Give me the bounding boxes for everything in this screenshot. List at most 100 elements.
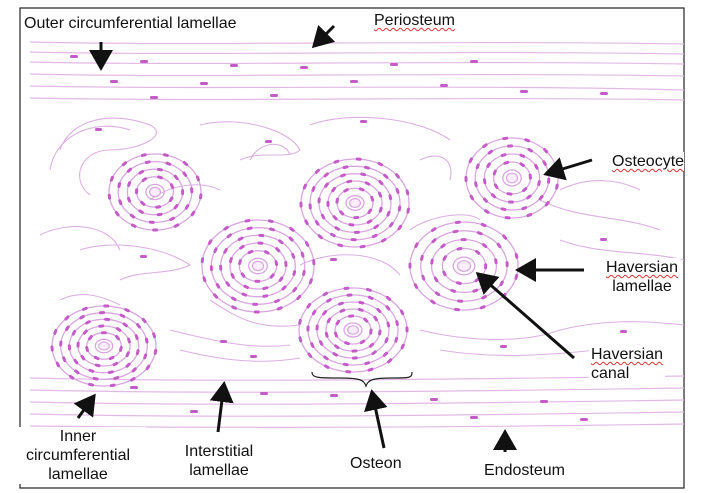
osteocyte-dash [526, 194, 532, 200]
osteocyte-dash [468, 157, 473, 164]
osteocyte-dash [253, 310, 260, 314]
haversian-lamella-ring [94, 338, 114, 354]
osteocyte-dash [355, 157, 362, 161]
osteocyte-dash [339, 308, 346, 313]
osteocyte-dash [302, 270, 306, 276]
osteocyte-dash [338, 301, 344, 306]
osteocyte-dash [143, 353, 148, 360]
osteocyte-dash [490, 193, 497, 199]
osteocyte-dash [162, 153, 169, 157]
osteocyte-dash [226, 233, 232, 239]
osteon [299, 157, 410, 249]
osteocyte-dash [148, 220, 155, 224]
osteocyte-dash [244, 219, 251, 223]
osteocyte-dash [364, 181, 371, 186]
osteocyte-dash [223, 225, 229, 231]
osteocyte-dash [169, 183, 175, 189]
osteocyte-dash [371, 233, 378, 239]
osteocyte-dash [98, 324, 105, 328]
osteocyte-dash [386, 321, 391, 328]
osteocyte-dash [237, 236, 244, 242]
osteocyte-dash [69, 374, 75, 380]
osteocyte-dash [117, 182, 122, 189]
osteocyte-dash [73, 358, 79, 365]
arrow-inner-circumferential [73, 393, 96, 419]
osteocyte-dash [521, 206, 528, 211]
osteocyte-dash [223, 248, 228, 254]
osteocyte-dash [345, 370, 352, 374]
osteocyte-dash [335, 197, 339, 204]
osteocyte-dash [100, 331, 107, 335]
osteocyte-dash [323, 172, 329, 178]
osteocyte-dash [482, 178, 487, 185]
osteons [50, 136, 559, 388]
osteocyte-dash [126, 167, 132, 173]
osteocyte-dash [243, 284, 250, 290]
osteocyte-dash [484, 263, 488, 270]
osteocyte-dash [79, 314, 85, 320]
osteocyte-dash [538, 194, 544, 201]
osteocyte-dash [80, 354, 86, 361]
osteocyte-dash [406, 207, 410, 214]
osteocyte-dash [107, 370, 114, 374]
osteocyte-dash [507, 144, 513, 148]
osteocyte-dash [322, 310, 328, 316]
osteocyte-dash [246, 226, 253, 231]
osteocyte-dash [366, 219, 373, 224]
label-haversian-canal: Haversian canal [589, 345, 666, 383]
osteocyte-dash [371, 350, 377, 356]
osteocyte-dash [323, 364, 330, 369]
arrow-periosteum [311, 24, 336, 49]
osteocyte-dash [367, 367, 374, 372]
label-endosteum: Endosteum [456, 459, 583, 484]
osteocyte-dash [275, 247, 281, 253]
osteocyte-dash [323, 355, 329, 361]
label-inner-circumferential-lamellae: Inner circumferential lamellae [10, 427, 146, 484]
osteocyte-dash [125, 351, 130, 358]
osteocyte-dash [480, 222, 487, 228]
osteocyte-dash [296, 294, 302, 301]
osteocyte-dash [202, 276, 207, 283]
osteocyte-dash [475, 163, 480, 170]
osteocyte-dash [278, 239, 284, 245]
osteocyte-dash [115, 327, 122, 332]
osteocyte-dash [165, 161, 172, 166]
osteocyte-dash [373, 224, 379, 230]
osteocyte-dash [130, 223, 137, 228]
arrow-haversian-canal [475, 272, 575, 360]
osteocyte-dash [330, 232, 336, 238]
osteocyte-dash [486, 162, 491, 168]
osteocyte-dash [115, 334, 120, 341]
osteocyte-dash [492, 169, 497, 176]
osteocyte-dash [364, 165, 370, 170]
osteocyte-dash [430, 258, 434, 265]
osteocyte-dash [414, 242, 419, 249]
osteocyte-dash [455, 281, 462, 285]
osteocyte-dash [288, 236, 294, 242]
osteocyte-dash [383, 173, 389, 179]
osteocyte-dash [326, 317, 332, 324]
osteocyte-dash [377, 191, 383, 198]
osteocyte-dash [317, 197, 321, 204]
osteocyte-dash [231, 305, 237, 310]
osteocyte-dash [298, 336, 303, 343]
osteocyte-dash [169, 216, 175, 222]
osteocyte-dash [342, 362, 349, 367]
osteocyte-dash [135, 188, 139, 195]
osteocyte-dash [384, 337, 389, 344]
label-periosteum: Periosteum [374, 11, 455, 30]
osteocyte-dash [502, 234, 508, 240]
osteocyte-dash [487, 149, 494, 155]
osteocyte-dash [190, 187, 194, 194]
osteocyte-dash [252, 302, 259, 306]
haversian-lamella-ring [145, 183, 165, 201]
osteocyte-dash [494, 258, 498, 265]
osteocyte-dash [527, 147, 533, 153]
osteocyte-dash [507, 200, 514, 204]
osteocyte-dash [141, 317, 147, 324]
osteocyte-dash [367, 295, 374, 300]
osteocyte-dash [200, 257, 205, 264]
osteocyte-dash [213, 247, 218, 254]
osteocyte-dash [310, 342, 315, 348]
osteocyte-dash [108, 355, 115, 361]
